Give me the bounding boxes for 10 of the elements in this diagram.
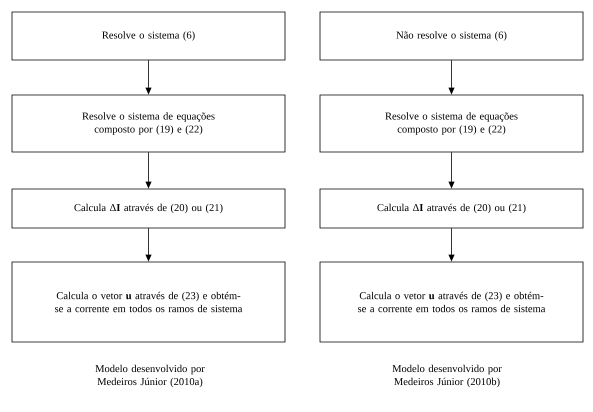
caption: Modelo desenvolvido por Medeiros Júnior (2010a) <box>95 364 205 388</box>
process-box: Resolve o sistema (6) <box>12 12 286 60</box>
process-box: Calcula o vetor u através de (23) e obtém-se a corrente em todos os ramos de sistema <box>12 262 286 342</box>
caption: Modelo desenvolvido por Medeiros Júnior (2010b) <box>392 364 502 388</box>
process-box: Calcula ΔI através de (20) ou (21) <box>12 188 286 228</box>
process-box: Resolve o sistema de equações composto por (19) e (22) <box>12 94 286 152</box>
process-box: Calcula ΔI através de (20) ou (21) <box>320 188 584 228</box>
process-box: Resolve o sistema de equações composto por (19) e (22) <box>320 94 584 152</box>
process-box: Não resolve o sistema (6) <box>320 12 584 60</box>
process-box: Calcula o vetor u através de (23) e obtém-se a corrente em todos os ramos de sistema <box>320 262 584 342</box>
